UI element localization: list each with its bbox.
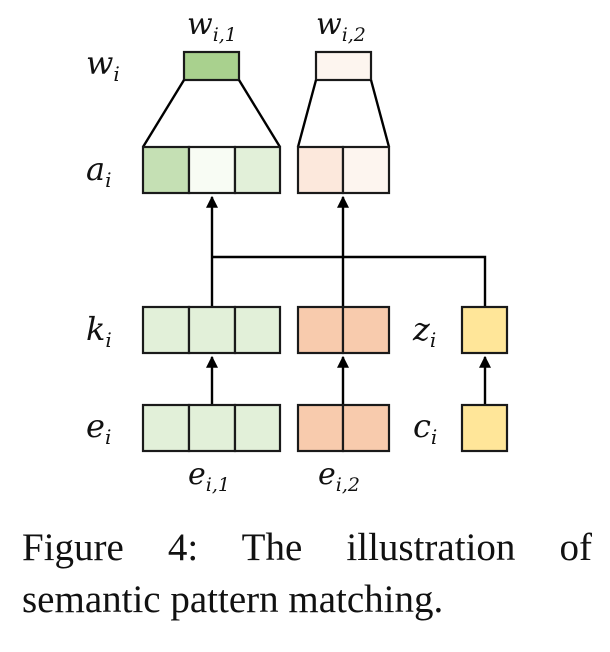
label-w-i1: wi,1	[187, 7, 237, 46]
e-i-cell-3	[233, 403, 282, 453]
label-w-i2: wi,2	[316, 7, 366, 46]
figure-caption: Figure 4: The illustration of semantic p…	[22, 526, 592, 621]
c-i-cell	[460, 403, 509, 453]
pattern-matching-diagram: wi,1 wi,2 wi ai ki ei zi ci ei,1 ei,2	[86, 7, 509, 496]
k-i-cell-5	[341, 305, 391, 355]
z-i-cell	[460, 305, 509, 355]
label-z-i: zi	[412, 310, 436, 352]
trapezoid-orange-left	[296, 79, 318, 148]
k-i-cell-2	[187, 305, 237, 355]
w-i1-cell	[182, 50, 241, 82]
a-i-cell-3	[233, 145, 282, 195]
k-i-cell-4	[296, 305, 345, 355]
label-e-i1: ei,1	[188, 457, 230, 496]
a-i-cell-2	[187, 145, 237, 195]
w-i2-cell	[314, 50, 373, 82]
a-i-cell-1	[141, 145, 191, 195]
label-w-i: wi	[86, 44, 120, 86]
trapezoid-orange-right	[369, 79, 391, 148]
label-e-i2: ei,2	[318, 457, 360, 496]
connector-horizontal	[212, 255, 487, 307]
k-i-cell-3	[233, 305, 282, 355]
a-i-cell-5	[341, 145, 391, 195]
e-i-cell-4	[296, 403, 345, 453]
e-i-cell-2	[187, 403, 237, 453]
label-a-i: ai	[86, 150, 111, 192]
e-i-cell-5	[341, 403, 391, 453]
label-e-i: ei	[86, 407, 111, 449]
e-i-cell-1	[141, 403, 191, 453]
a-i-cell-4	[296, 145, 345, 195]
k-i-cell-1	[141, 305, 191, 355]
label-k-i: ki	[86, 310, 112, 352]
trapezoid-green-right	[237, 79, 282, 148]
label-c-i: ci	[413, 407, 437, 449]
trapezoid-green-left	[141, 79, 186, 148]
